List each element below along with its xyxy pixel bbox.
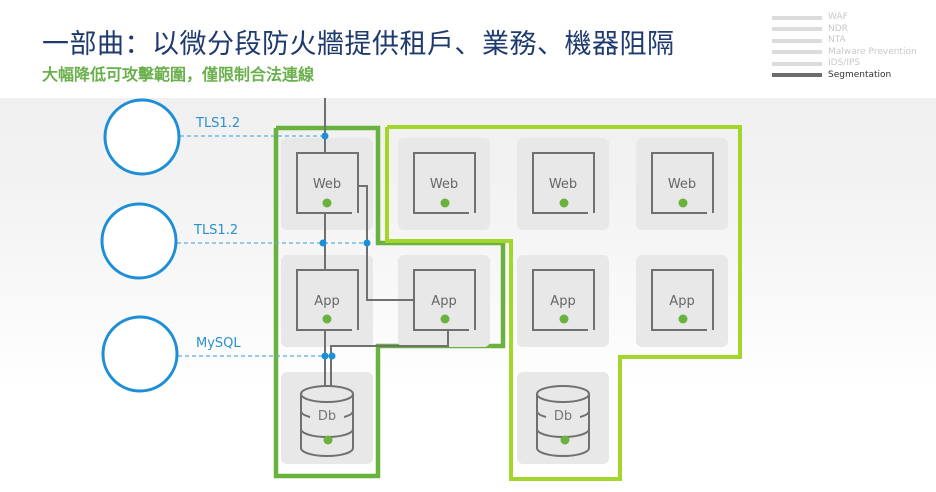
tile-web-b2[interactable] xyxy=(517,138,609,230)
status-dot xyxy=(559,314,569,324)
legend-swatch xyxy=(772,73,822,78)
legend-item-waf: WAF xyxy=(772,12,917,24)
status-dot xyxy=(322,314,332,324)
slide-subtitle: 大幅降低可攻擊範圍，僅限制合法連線 xyxy=(42,65,315,84)
status-dot xyxy=(560,435,570,445)
legend-label: IDS/IPS xyxy=(828,58,861,69)
status-dot xyxy=(440,198,450,208)
server-icon xyxy=(413,269,476,331)
status-dot xyxy=(559,198,569,208)
legend-swatch xyxy=(772,50,822,55)
legend-swatch xyxy=(772,27,822,32)
tile-web-b1[interactable] xyxy=(398,138,490,230)
status-dot xyxy=(440,314,450,324)
segment-boundary-tenant-a xyxy=(273,125,506,479)
tier-label-web: Web xyxy=(313,177,341,192)
tier-label-web: Web xyxy=(668,177,696,192)
tier-label-web: Web xyxy=(549,177,577,192)
server-icon xyxy=(651,269,714,331)
server-icon xyxy=(413,152,476,214)
protocol-label: MySQL xyxy=(196,336,241,351)
server-icon xyxy=(296,152,359,214)
tier-label-app: App xyxy=(314,294,339,309)
legend-label: WAF xyxy=(828,12,848,23)
tier-label-app: App xyxy=(550,294,575,309)
tile-app-b1[interactable] xyxy=(517,255,609,347)
legend-swatch xyxy=(772,15,822,20)
tier-label-db: Db xyxy=(318,409,336,424)
tier-label-app: App xyxy=(431,294,456,309)
protocol-label: TLS1.2 xyxy=(193,223,238,238)
legend-item-ndr: NDR xyxy=(772,24,917,36)
tile-web-b3[interactable] xyxy=(636,138,728,230)
tile-app-a1[interactable] xyxy=(281,255,373,347)
security-layer-legend: WAF NDR NTA Malware Prevention IDS/IPS S… xyxy=(772,12,917,81)
tier-label-app: App xyxy=(669,294,694,309)
slide-title: 一部曲：以微分段防火牆提供租戶、業務、機器阻隔 xyxy=(42,29,675,60)
server-icon xyxy=(532,269,595,331)
legend-swatch xyxy=(772,61,822,66)
traffic-filter-icon xyxy=(101,315,179,393)
tile-app-a2[interactable] xyxy=(398,255,490,347)
tile-app-b2[interactable] xyxy=(636,255,728,347)
server-icon xyxy=(651,152,714,214)
legend-swatch xyxy=(772,38,822,43)
legend-label: Segmentation xyxy=(828,69,892,80)
legend-label: Malware Prevention xyxy=(828,46,917,57)
legend-label: NDR xyxy=(828,23,848,34)
status-dot xyxy=(323,435,333,445)
legend-item-nta: NTA xyxy=(772,35,917,47)
workload-icons xyxy=(296,152,714,331)
app2-to-db-line xyxy=(330,330,449,386)
status-dots xyxy=(322,198,688,445)
segment-boundary-tenant-b xyxy=(385,125,742,481)
traffic-filter-icon xyxy=(103,98,181,176)
tier-label-db: Db xyxy=(554,409,572,424)
tile-web-a[interactable] xyxy=(281,138,373,230)
status-dot xyxy=(322,198,332,208)
status-dot xyxy=(678,314,688,324)
tier-label-web: Web xyxy=(430,177,458,192)
inspection-nodes xyxy=(319,132,371,360)
inspection-lines xyxy=(177,135,367,357)
protocol-label: TLS1.2 xyxy=(195,116,240,131)
legend-label: NTA xyxy=(828,35,846,46)
database-icon xyxy=(536,385,590,457)
legend-item-ids-ips: IDS/IPS xyxy=(772,58,917,70)
traffic-filter-icon xyxy=(100,202,178,280)
server-icon xyxy=(532,152,595,214)
status-dot xyxy=(678,198,688,208)
legend-item-malware-prevention: Malware Prevention xyxy=(772,47,917,59)
server-icon xyxy=(296,269,359,331)
legend-item-segmentation: Segmentation xyxy=(772,70,917,82)
